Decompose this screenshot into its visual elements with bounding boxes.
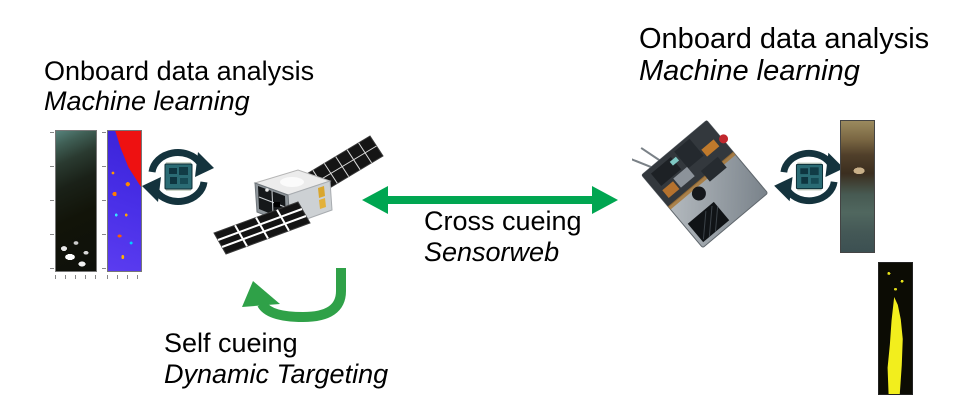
- detection-mask-swath: [878, 262, 913, 395]
- cycle-top-arrowhead: [195, 152, 214, 177]
- cycle-bottom-arc: [153, 181, 208, 205]
- classification-red-region: [115, 131, 141, 187]
- arrowhead-up: [242, 281, 280, 307]
- classification-map-swath: [107, 130, 142, 272]
- self-cueing-title: Self cueing: [164, 328, 298, 358]
- antenna: [632, 156, 655, 170]
- cycle-bottom-arc: [784, 181, 838, 205]
- sync-arrows-with-processor-icon: [774, 149, 844, 205]
- cubesat-with-solar-wings: [213, 135, 384, 255]
- cross-cueing-title: Cross cueing: [424, 206, 582, 236]
- cycle-top-arc: [148, 149, 203, 173]
- aperture: [691, 186, 706, 201]
- right-node-title: Onboard data analysis: [639, 23, 930, 55]
- instrument-satellite: [632, 120, 768, 248]
- red-cap: [719, 134, 729, 144]
- u-turn-arrow: [242, 268, 346, 323]
- cubesat-lower-solar-wing: [213, 201, 311, 255]
- antenna: [640, 147, 663, 163]
- arrowhead-left: [362, 186, 388, 214]
- true-color-image-swath: [55, 130, 97, 272]
- left-node-label: Onboard data analysis Machine learning: [44, 56, 314, 116]
- detection-plume: [887, 297, 903, 394]
- copper-component: [662, 181, 680, 198]
- radiator-panel: [687, 201, 730, 243]
- left-swath-yaxis-ticks: [50, 132, 54, 270]
- right-node-label: Onboard data analysis Machine learning: [639, 23, 929, 88]
- classified-swath-yaxis-ticks: [102, 132, 106, 270]
- left-node-subtitle: Machine learning: [44, 86, 250, 117]
- arrowhead-right: [592, 186, 618, 214]
- processor-board-icon: [164, 162, 193, 191]
- gold-tab: [319, 198, 326, 209]
- classified-swath-xaxis-ticks: [107, 275, 142, 279]
- copper-component: [701, 139, 720, 157]
- gold-tab: [318, 186, 325, 198]
- processor-board-icon: [795, 162, 824, 191]
- cross-cueing-label: Cross cueing Sensorweb: [424, 206, 582, 268]
- true-color-image-swath: [840, 120, 875, 253]
- cross-cueing-subtitle: Sensorweb: [424, 237, 560, 268]
- cycle-top-arc: [780, 149, 834, 173]
- right-node-subtitle: Machine learning: [639, 55, 860, 88]
- self-cueing-label: Self cueing Dynamic Targeting: [164, 328, 388, 390]
- double-headed-arrow: [362, 186, 618, 214]
- self-cueing-subtitle: Dynamic Targeting: [164, 359, 389, 390]
- left-swath-xaxis-ticks: [55, 275, 97, 279]
- left-node-title: Onboard data analysis: [44, 56, 315, 86]
- cycle-bottom-arrowhead: [142, 177, 161, 202]
- cycle-bottom-arrowhead: [774, 177, 793, 202]
- cycle-top-arrowhead: [825, 152, 844, 177]
- sync-arrows-with-processor-icon: [142, 149, 214, 205]
